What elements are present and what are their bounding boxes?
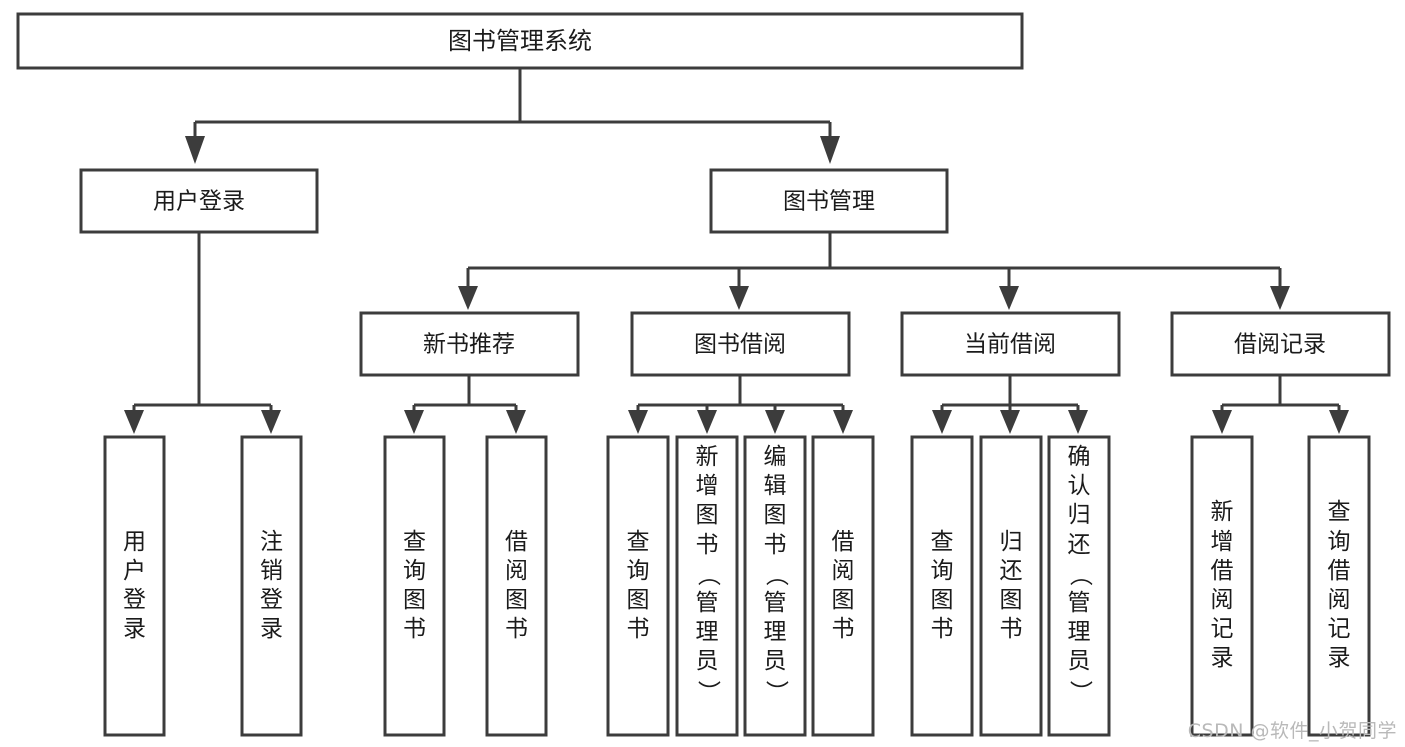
node-box-root-system[interactable] [16, 12, 1024, 70]
arrow-leaf-user-login [124, 410, 144, 434]
arrow-cb-return-book [1000, 410, 1020, 434]
node-label-user-login: 用户登录 [153, 189, 245, 215]
connector-group-user-login-leaves [124, 232, 281, 434]
node-label-borrow-records: 借阅记录 [1234, 332, 1326, 358]
arrow-borrow-records [1270, 286, 1290, 310]
node-box-leaf-nb-borrow-book[interactable] [485, 435, 548, 737]
arrow-current-borrow [999, 286, 1019, 310]
node-label-new-book-recommend: 新书推荐 [423, 332, 515, 358]
node-box-borrow-records[interactable] [1170, 311, 1391, 377]
arrow-nb-query-book [404, 410, 424, 434]
connector-group-book-manage-to-level3 [458, 232, 1290, 310]
connector-group-book-borrow-leaves [628, 375, 853, 434]
node-box-user-login[interactable] [79, 168, 319, 234]
node-label-root-system: 图书管理系统 [448, 27, 592, 55]
node-box-leaf-cb-query-book[interactable] [910, 435, 974, 737]
arrow-bb-borrow-book [833, 410, 853, 434]
connector-group-current-borrow-leaves [932, 375, 1088, 434]
arrow-nb-borrow-book [506, 410, 526, 434]
node-box-leaf-cb-confirm-return[interactable] [1047, 435, 1111, 737]
arrow-new-book-recommend [458, 286, 478, 310]
node-box-book-manage[interactable] [709, 168, 949, 234]
node-box-leaf-bb-add-book[interactable] [675, 435, 739, 737]
node-box-leaf-nb-query-book[interactable] [383, 435, 446, 737]
arrow-bb-add-book [697, 410, 717, 434]
node-box-leaf-cb-return-book[interactable] [979, 435, 1043, 737]
connector-group-root-to-level2 [185, 68, 840, 164]
arrow-book-borrow [729, 286, 749, 310]
arrow-bb-edit-book [765, 410, 785, 434]
arrow-book-manage [820, 136, 840, 164]
node-box-book-borrow[interactable] [630, 311, 851, 377]
node-box-leaf-bb-query-book[interactable] [606, 435, 670, 737]
arrow-bb-query-book [628, 410, 648, 434]
node-label-book-manage: 图书管理 [783, 189, 875, 215]
node-box-current-borrow[interactable] [900, 311, 1121, 377]
node-box-new-book-recommend[interactable] [359, 311, 580, 377]
node-label-current-borrow: 当前借阅 [964, 332, 1056, 358]
node-box-leaf-user-login[interactable] [103, 435, 166, 737]
arrow-br-add-record [1212, 410, 1232, 434]
arrow-br-query-record [1329, 410, 1349, 434]
arrow-leaf-logout [261, 410, 281, 434]
arrow-user-login [185, 136, 205, 164]
connector-group-borrow-records-leaves [1212, 375, 1349, 434]
node-box-leaf-br-query-record[interactable] [1307, 435, 1371, 737]
arrow-cb-query-book [932, 410, 952, 434]
node-box-leaf-bb-borrow-book[interactable] [811, 435, 875, 737]
arrow-cb-confirm-return [1068, 410, 1088, 434]
node-label-book-borrow: 图书借阅 [694, 332, 786, 358]
node-box-leaf-bb-edit-book[interactable] [743, 435, 807, 737]
node-box-leaf-logout[interactable] [240, 435, 303, 737]
connector-group-new-book-leaves [404, 375, 526, 434]
node-box-leaf-br-add-record[interactable] [1190, 435, 1254, 737]
